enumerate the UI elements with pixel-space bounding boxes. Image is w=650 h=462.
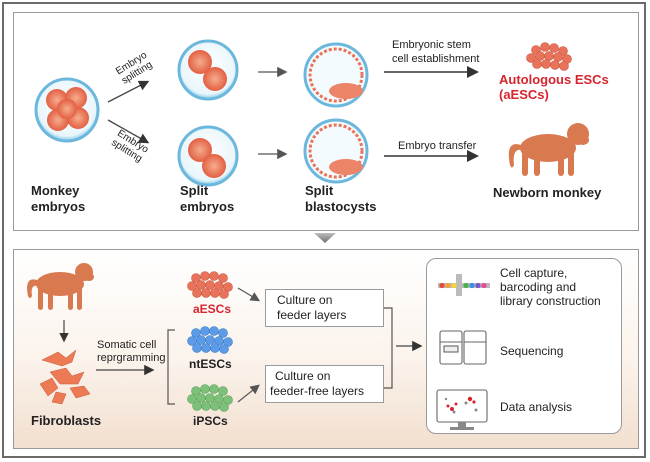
monkey-embryos-label: Monkey embryos — [31, 183, 85, 215]
newborn-monkey-label: Newborn monkey — [493, 185, 602, 200]
esc-establishment-label: Embryonic stem cell establishment — [392, 38, 479, 66]
ntesc-cluster-icon — [187, 326, 233, 354]
split-blastocysts-line1: Split — [305, 183, 334, 198]
split-arrow-lower — [107, 119, 150, 144]
esc-establishment-line1: Embryonic stem — [392, 39, 471, 51]
autologous-escs-line2: (aESCs) — [499, 87, 549, 102]
culture-feeder-line1: Culture on — [277, 293, 333, 307]
cell-capture-line1: Cell capture, — [500, 266, 568, 280]
blastocyst-lower-icon — [303, 118, 369, 184]
somatic-reprogramming-line2: reprgramming — [97, 352, 166, 364]
split-embryo-upper-icon — [177, 39, 239, 101]
aescs-label: aESCs — [193, 302, 232, 316]
fibroblasts-label: Fibroblasts — [31, 413, 102, 428]
arrow-to-feeder — [237, 287, 261, 302]
culture-feeder-free-line1: Culture on — [275, 369, 331, 383]
ntescs-label: ntESCs — [189, 357, 232, 371]
cell-capture-label: Cell capture, barcoding and library cons… — [500, 266, 601, 308]
section-down-arrow — [314, 233, 336, 243]
autologous-escs-line1: Autologous ESCs — [499, 72, 609, 87]
split-blastocysts-line2: blastocysts — [305, 199, 377, 214]
culture-feeder-free-box: Culture on feeder-free layers — [265, 365, 384, 403]
split-embryo-lower-icon — [177, 125, 239, 187]
culture-feeder-line2: feeder layers — [277, 308, 347, 322]
embryo-transfer-label: Embryo transfer — [398, 140, 477, 152]
split-embryos-line2: embryos — [180, 199, 235, 214]
cell-capture-line3: library construction — [500, 294, 601, 308]
ipsc-cluster-icon — [187, 384, 233, 412]
split-embryos-label: Split embryos — [180, 183, 234, 215]
split-blastocysts-label: Split blastocysts — [305, 183, 377, 215]
arrow-to-feeder-free — [237, 384, 260, 403]
aesc-cluster-icon — [187, 271, 233, 299]
monkey-embryos-line2: embryos — [31, 199, 86, 214]
fibroblasts-icon — [39, 349, 91, 405]
blastocyst-upper-icon — [303, 42, 369, 108]
monkey-embryo-icon — [34, 77, 100, 143]
aesc-colony-icon — [526, 42, 572, 71]
esc-establishment-line2: cell establishment — [392, 53, 480, 65]
data-analysis-label: Data analysis — [500, 400, 573, 414]
newborn-monkey-icon — [508, 123, 589, 176]
cell-capture-line2: barcoding and — [500, 280, 577, 294]
autologous-escs-label: Autologous ESCs (aESCs) — [499, 72, 609, 102]
culture-feeder-free-line2: feeder-free layers — [270, 384, 365, 398]
ipscs-label: iPSCs — [193, 414, 228, 428]
split-arrow-upper — [107, 80, 150, 103]
culture-bracket — [384, 307, 393, 389]
culture-feeder-box: Culture on feeder layers — [265, 289, 384, 327]
somatic-reprogramming-label: Somatic cell reprgramming — [97, 339, 165, 365]
cell-types-bracket — [167, 329, 175, 405]
somatic-reprogramming-line1: Somatic cell — [97, 339, 157, 351]
monkey-embryos-line1: Monkey — [31, 183, 80, 198]
split-embryos-line1: Split — [180, 183, 209, 198]
sequencing-label: Sequencing — [500, 344, 564, 358]
donor-monkey-icon — [27, 263, 94, 310]
